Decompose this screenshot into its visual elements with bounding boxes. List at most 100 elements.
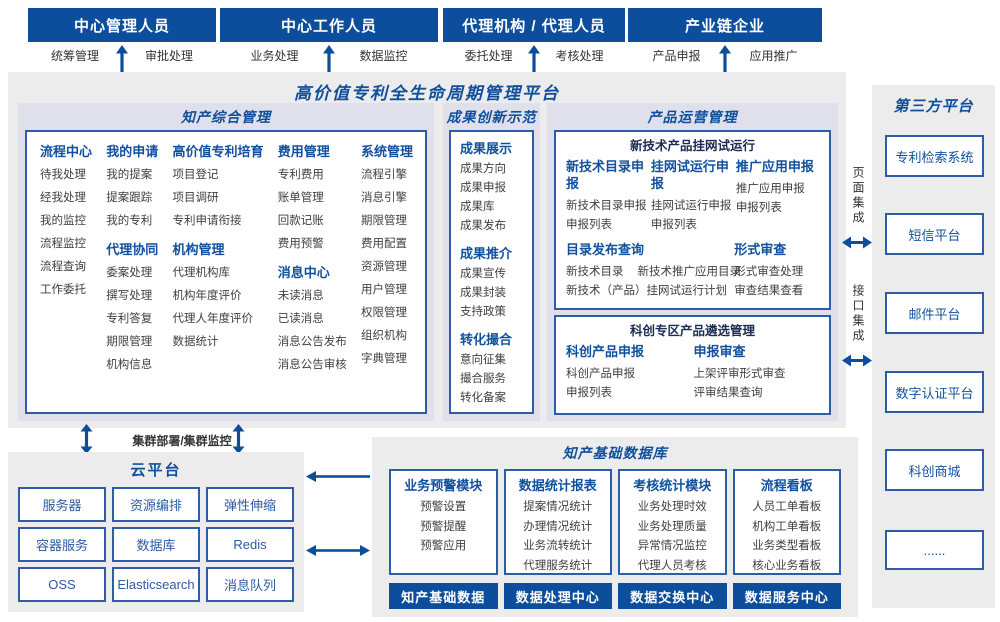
sci-innovation-zone-box: 科创专区产品遴选管理 科创产品申报 科创产品申报 申报列表 申报审查 上架评审形… <box>554 315 831 415</box>
menu-item: 新技术（产品）挂网试运行计划 <box>566 285 727 297</box>
module-heading: 业务预警模块 <box>404 478 483 493</box>
module-item: 业务处理质量 <box>637 520 707 533</box>
menu-item: 代理人年度评价 <box>172 313 254 325</box>
menu-item: 成果宣传 <box>460 268 506 280</box>
menu-heading: 费用管理 <box>277 144 330 159</box>
menu-item: 形式审查处理 <box>734 266 804 278</box>
menu-heading: 形式审查 <box>734 242 787 257</box>
menu-item: 上架评审形式审查 <box>693 368 786 380</box>
module-item: 业务类型看板 <box>752 540 822 552</box>
actor-title: 中心工作人员 <box>220 8 438 42</box>
menu-item: 消息引擎 <box>360 192 407 204</box>
actor-right-label: 应用推广 <box>749 49 798 63</box>
trial-operation-box: 新技术产品挂网试运行 新技术目录申报 新技术目录申报 申报列表 挂网试运行申报 … <box>554 130 831 310</box>
data-module: 业务预警模块 预警设置 预警提醒 预警应用 <box>389 469 498 575</box>
panel-title: 云平台 <box>130 462 182 479</box>
menu-heading: 成果展示 <box>460 141 513 156</box>
menu-heading: 消息中心 <box>277 265 330 280</box>
menu-column: 挂网试运行申报 挂网试运行申报 申报列表 <box>651 158 736 235</box>
third-party-panel: 第三方平台 专利检索系统 短信平台 邮件平台 数字认证平台 科创商城 .....… <box>872 85 995 608</box>
menu-item: 项目调研 <box>172 192 219 204</box>
menu-item: 新技术目录 <box>566 266 624 278</box>
module-item: 异常情况监控 <box>637 540 707 552</box>
module-item: 预警应用 <box>420 540 467 552</box>
left-arrow-icon <box>306 471 370 482</box>
menu-column: 费用管理 专利费用 账单管理 回款记账 费用预警 消息中心 未读消息 已读消息 … <box>278 140 347 377</box>
menu-item: 待我处理 <box>40 169 86 181</box>
menu-item: 机构年度评价 <box>172 290 242 302</box>
data-module: 考核统计模块 业务处理时效 业务处理质量 异常情况监控 代理人员考核 <box>618 469 727 575</box>
menu-item: 我的专利 <box>106 215 153 227</box>
vertical-double-arrow-icon <box>80 424 93 454</box>
actor-left-label: 委托处理 <box>464 49 513 63</box>
menu-item: 费用配置 <box>360 238 407 250</box>
section-ip-comprehensive: 知产综合管理 流程中心 待我处理 经我处理 我的监控 流程监控 流程查询 工作委… <box>18 103 434 421</box>
actor-left-label: 统筹管理 <box>50 49 99 63</box>
menu-item: 提案跟踪 <box>106 192 153 204</box>
menu-group: 转化撮合 意向征集 撮合服务 转化备案 <box>460 329 532 408</box>
actor-left-label: 产品申报 <box>652 49 701 63</box>
menu-item: 流程监控 <box>40 238 86 250</box>
menu-item: 推广应用申报 <box>735 183 805 195</box>
data-platform-panel: 知产基础数据库 业务预警模块 预警设置 预警提醒 预警应用 数据统计报表 提案情… <box>372 437 858 617</box>
menu-column: 目录发布查询 新技术目录新技术推广应用目录 新技术（产品）挂网试运行计划 <box>566 241 741 301</box>
menu-item: 申报列表 <box>566 387 612 399</box>
menu-heading: 我的申请 <box>106 144 159 159</box>
menu-item: 我的监控 <box>40 215 86 227</box>
data-center-box: 数据服务中心 <box>732 583 841 609</box>
third-party-box: 专利检索系统 <box>885 135 984 177</box>
module-item: 人员工单看板 <box>752 501 822 513</box>
menu-item: 用户管理 <box>360 284 407 296</box>
actor-group-enterprises: 产业链企业 产品申报 应用推广 <box>628 8 822 81</box>
menu-item: 账单管理 <box>277 192 324 204</box>
menu-item: 权限管理 <box>360 307 407 319</box>
menu-item: 消息公告审核 <box>277 359 347 371</box>
cloud-box: 资源编排 <box>112 487 200 522</box>
menu-item: 专利费用 <box>277 169 324 181</box>
menu-item: 项目登记 <box>172 169 219 181</box>
menu-column: 申报审查 上架评审形式审查 评审结果查询 <box>694 343 822 403</box>
menu-column: 科创产品申报 科创产品申报 申报列表 <box>566 343 694 403</box>
menu-item: 消息公告发布 <box>277 336 347 348</box>
data-center-box: 数据处理中心 <box>503 583 612 609</box>
actor-right-label: 审批处理 <box>144 49 193 63</box>
cloud-box: 数据库 <box>112 527 200 562</box>
actor-right-label: 数据监控 <box>359 49 408 63</box>
menu-item: 流程引擎 <box>360 169 407 181</box>
group-box-title: 科创专区产品遴选管理 <box>629 324 755 338</box>
module-item: 代理人员考核 <box>637 559 707 572</box>
menu-column: 流程中心 待我处理 经我处理 我的监控 流程监控 流程查询 工作委托 <box>40 140 92 377</box>
menu-item: 申报列表 <box>566 219 612 231</box>
menu-item: 流程查询 <box>40 261 86 273</box>
third-party-box: ...... <box>885 530 984 570</box>
menu-item: 撰写处理 <box>106 290 153 302</box>
menu-item: 回款记账 <box>277 215 324 227</box>
menu-item: 申报列表 <box>650 219 697 231</box>
panel-title: 知产基础数据库 <box>562 445 668 461</box>
menu-item: 成果申报 <box>460 182 506 194</box>
module-item: 预警提醒 <box>420 520 467 533</box>
horizontal-double-arrow-icon <box>842 236 872 249</box>
menu-heading: 申报审查 <box>693 344 746 359</box>
menu-item: 意向征集 <box>460 354 506 366</box>
menu-item: 经我处理 <box>40 192 86 204</box>
menu-heading: 目录发布查询 <box>566 242 645 257</box>
menu-item: 资源管理 <box>360 261 407 273</box>
actor-group-center-staff: 中心工作人员 业务处理 数据监控 <box>220 8 438 81</box>
menu-column: 推广应用申报 推广应用申报 申报列表 <box>736 158 821 235</box>
menu-heading: 推广应用申报 <box>735 159 814 174</box>
third-party-box: 短信平台 <box>885 213 984 255</box>
module-item: 核心业务看板 <box>752 559 822 572</box>
cloud-box: Elasticsearch <box>112 567 200 602</box>
actor-title: 代理机构 / 代理人员 <box>443 8 625 42</box>
vertical-double-arrow-icon <box>232 424 245 454</box>
module-item: 代理服务统计 <box>523 559 593 572</box>
module-heading: 数据统计报表 <box>518 478 597 493</box>
menu-item: 成果封装 <box>460 287 506 299</box>
module-item: 办理情况统计 <box>523 520 593 533</box>
actor-title: 中心管理人员 <box>28 8 216 42</box>
third-party-box: 数字认证平台 <box>885 371 984 413</box>
horizontal-double-arrow-icon <box>306 545 370 556</box>
section-title: 知产综合管理 <box>181 108 271 125</box>
panel-title: 第三方平台 <box>893 98 974 115</box>
